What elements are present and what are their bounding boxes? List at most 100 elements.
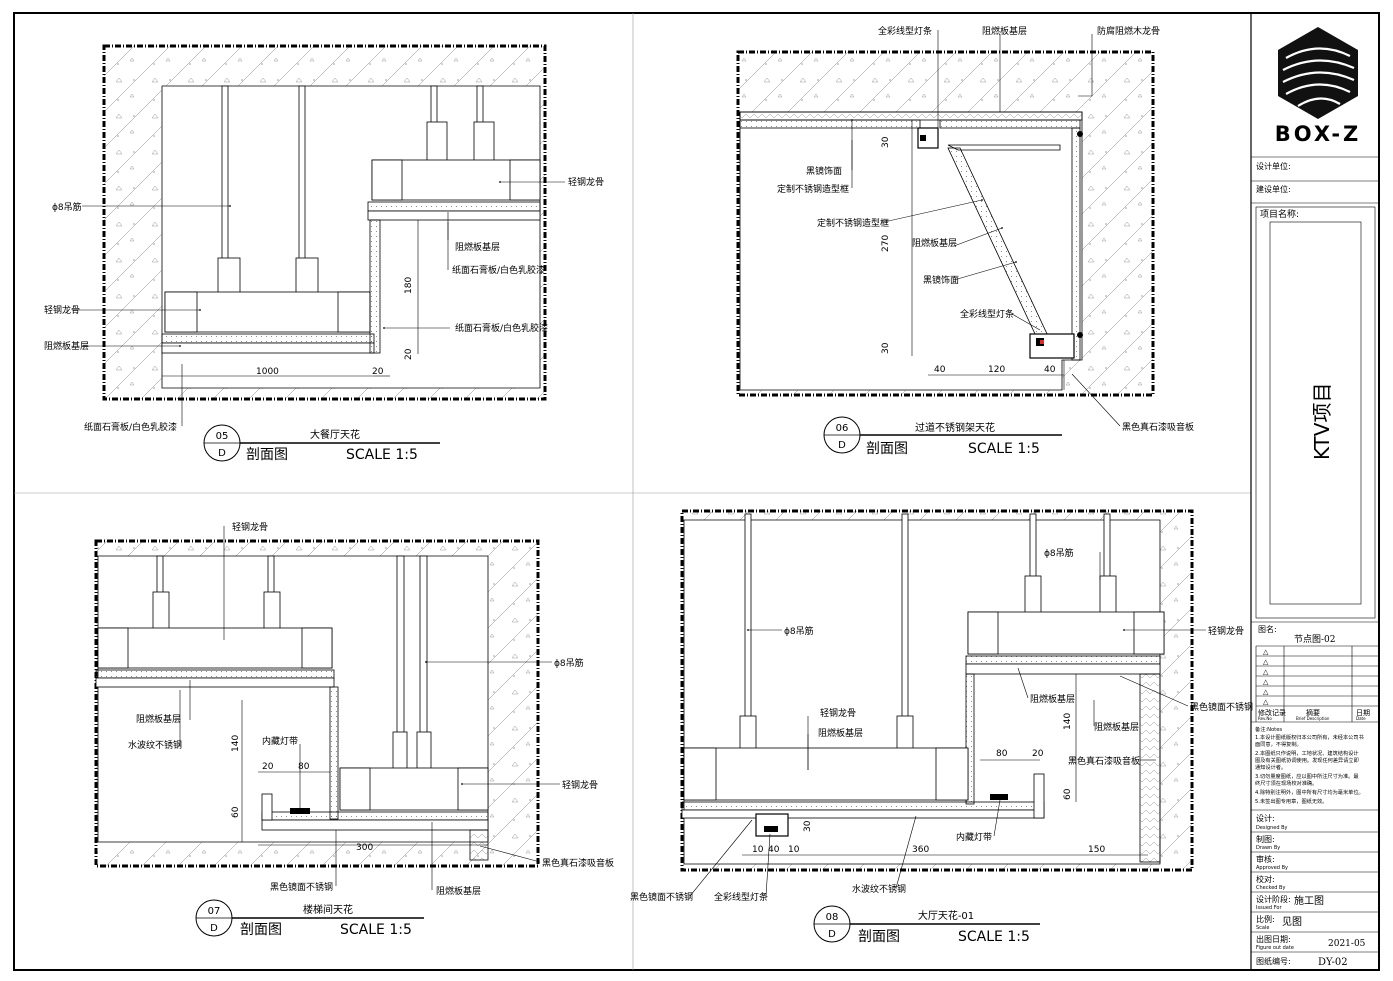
d06-label-3: 防腐阻燃木龙骨 <box>1097 25 1160 37</box>
d08-label-13: 水波纹不锈钢 <box>852 883 906 895</box>
d05-label-1: ϕ8吊筋 <box>52 201 82 213</box>
d07-dim-4: 60 <box>231 806 241 818</box>
d08-dim-8: 10 <box>788 845 800 855</box>
rev-col-2: 摘要 <box>1306 708 1320 717</box>
project-name: KTV项目 <box>1310 383 1334 460</box>
scale-label: 比例: <box>1256 914 1275 924</box>
d06-label-2: 阻燃板基层 <box>982 25 1027 37</box>
d05-label-4: 纸面石膏板/白色乳胶漆 <box>84 421 177 433</box>
note-7: 终尺寸须在现场校对准确。 <box>1255 779 1317 787</box>
d08-label-6: 阻燃板基层 <box>1030 693 1075 705</box>
d05-label-5: 轻钢龙骨 <box>568 176 604 188</box>
detail-08-callouts <box>689 552 1206 897</box>
d08-label-3: 轻钢龙骨 <box>1208 625 1244 637</box>
stage-value: 施工图 <box>1294 894 1324 907</box>
d05-sheet: D <box>218 448 226 459</box>
d08-label-11: 黑色镜面不锈钢 <box>630 891 693 903</box>
rev-mark-3: △ <box>1263 668 1269 676</box>
d07-dim-5: 300 <box>356 843 373 853</box>
d07-dim-2: 20 <box>262 762 274 772</box>
rev-mark-4: △ <box>1263 678 1269 686</box>
detail-05 <box>102 44 547 401</box>
d05-label-2: 轻钢龙骨 <box>44 304 80 316</box>
d06-dim-2: 270 <box>881 235 891 252</box>
d08-label-10: 内藏灯带 <box>956 831 992 843</box>
scale-en: Scale <box>1256 925 1269 931</box>
detail-07-callouts <box>179 526 560 890</box>
number-label: 图纸编号: <box>1256 956 1291 966</box>
d08-dim-1: 140 <box>1063 713 1073 730</box>
d08-label-7: 黑色镜面不锈钢 <box>1190 701 1253 713</box>
note-5: 通知设计者。 <box>1255 763 1286 771</box>
drawn-en: Drawn By <box>1256 845 1280 851</box>
note-8: 4.除特别注明外，图中所有尺寸均为毫米单位。 <box>1255 788 1364 796</box>
d07-label-1: 轻钢龙骨 <box>232 521 268 533</box>
note-3: 2.本图纸只作说明，工地状况、建筑结构设计 <box>1255 749 1359 757</box>
d08-title: 大厅天花-01 <box>918 909 974 922</box>
d05-label-3: 阻燃板基层 <box>44 340 89 352</box>
detail-08-title: 08 D 大厅天花-01 剖面图 SCALE 1:5 <box>813 905 1040 945</box>
rev-col-3: 日期 <box>1356 709 1370 717</box>
note-9: 5.未签出图专用章，图纸无效。 <box>1255 797 1327 805</box>
note-1: 1.本设计图纸版权归本公司所有，未经本公司书 <box>1255 733 1364 741</box>
d08-kind: 剖面图 <box>858 929 900 945</box>
design-unit-label: 设计单位: <box>1256 161 1291 171</box>
rev-mark-2: △ <box>1263 658 1269 666</box>
approved-en: Approved By <box>1256 865 1288 871</box>
d05-label-8: 纸面石膏板/白色乳胶漆 <box>455 322 548 334</box>
d05-kind: 剖面图 <box>246 447 288 463</box>
d07-title: 楼梯间天花 <box>303 903 353 916</box>
d05-dim-1: 1000 <box>256 367 279 377</box>
approved-label: 审核: <box>1256 854 1275 864</box>
d08-dim-2: 80 <box>996 749 1008 759</box>
d05-title: 大餐厅天花 <box>310 428 360 441</box>
brand-name: BOX-Z <box>1275 122 1362 146</box>
detail-05-callouts <box>72 181 565 426</box>
d06-label-7: 阻燃板基层 <box>912 237 957 249</box>
d07-dim-1: 140 <box>231 735 241 752</box>
drawn-label: 制图: <box>1256 834 1275 844</box>
d06-label-10: 黑色真石漆吸音板 <box>1122 421 1194 433</box>
d08-num: 08 <box>826 912 839 923</box>
rev-col-1: 修改记录 <box>1258 708 1286 717</box>
d07-sheet: D <box>210 923 218 934</box>
d07-label-8: 黑色镜面不锈钢 <box>270 881 333 893</box>
detail-06-title: 06 D 过道不锈钢架天花 剖面图 SCALE 1:5 <box>823 416 1062 457</box>
d06-label-8: 黑镜饰面 <box>923 274 959 286</box>
rev-mark-5: △ <box>1263 688 1269 696</box>
d07-label-7: 黑色真石漆吸音板 <box>542 857 614 869</box>
d08-label-5: 阻燃板基层 <box>818 727 863 739</box>
d07-label-3: 阻燃板基层 <box>136 713 181 725</box>
d06-label-4: 黑镜饰面 <box>806 165 842 177</box>
d07-label-5: 内藏灯带 <box>262 735 298 747</box>
d05-dim-2: 20 <box>372 367 384 377</box>
d08-dim-9: 360 <box>912 845 929 855</box>
d06-kind: 剖面图 <box>866 441 908 457</box>
checked-en: Checked By <box>1256 885 1285 891</box>
d06-dim-6: 40 <box>1044 365 1056 375</box>
detail-07 <box>94 539 540 868</box>
designed-label: 设计: <box>1256 813 1275 823</box>
d07-label-4: 水波纹不锈钢 <box>128 739 182 751</box>
date-label: 出图日期: <box>1256 934 1291 944</box>
d06-scale: SCALE 1:5 <box>968 441 1040 457</box>
rev-mark-1: △ <box>1263 648 1269 656</box>
d08-dim-6: 10 <box>752 845 764 855</box>
drawing-name: 节点图-02 <box>1294 634 1336 645</box>
detail-07-title: 07 D 楼梯间天花 剖面图 SCALE 1:5 <box>195 899 424 938</box>
project-name-label: 项目名称: <box>1260 208 1299 220</box>
sheet-border <box>13 12 1380 971</box>
detail-08 <box>680 509 1194 872</box>
d06-dim-5: 120 <box>988 365 1005 375</box>
detail-06 <box>736 50 1155 397</box>
d08-label-2: ϕ8吊筋 <box>784 625 814 637</box>
note-4: 图及有关图纸协调使用。发现任何差异请立即 <box>1255 756 1359 764</box>
d07-num: 07 <box>208 906 221 917</box>
d07-label-9: 阻燃板基层 <box>436 885 481 897</box>
d06-dim-4: 40 <box>934 365 946 375</box>
d05-dim-3: 180 <box>404 277 414 294</box>
rev-col-en-3: Date <box>1356 716 1366 721</box>
rev-col-en-1: Rev.No <box>1258 716 1272 721</box>
d08-label-8: 阻燃板基层 <box>1094 721 1139 733</box>
d07-scale: SCALE 1:5 <box>340 922 412 938</box>
